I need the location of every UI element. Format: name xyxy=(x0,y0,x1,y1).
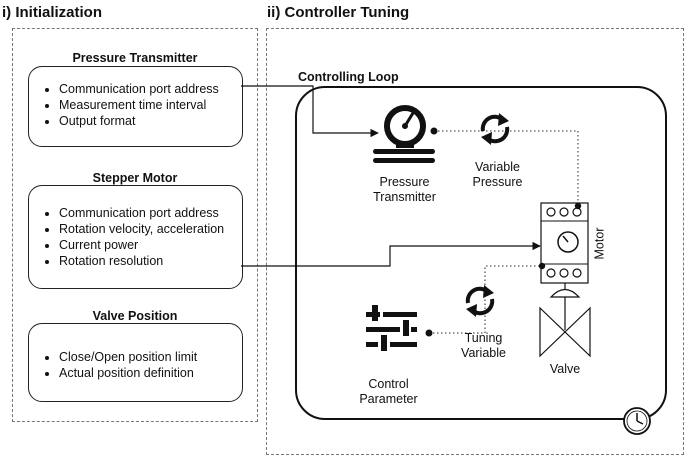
sliders-icon xyxy=(366,305,433,351)
card-pressure-transmitter: Communication port address Measurement t… xyxy=(28,66,243,147)
list-item: Rotation resolution xyxy=(59,253,242,269)
connector-pressure-transmitter xyxy=(241,85,379,138)
list-item: Actual position definition xyxy=(59,365,242,381)
clock-icon xyxy=(623,407,651,435)
stepper-motor-icon xyxy=(538,202,589,284)
list-item: Rotation velocity, acceleration xyxy=(59,221,242,237)
list-item: Current power xyxy=(59,237,242,253)
variable-pressure-label: Variable Pressure xyxy=(472,160,523,189)
motor-label: Motor xyxy=(592,227,607,260)
card-title-valve-position: Valve Position xyxy=(92,309,178,323)
list-item: Measurement time interval xyxy=(59,97,242,113)
connector-stepper-motor xyxy=(241,241,541,267)
card-stepper-motor: Communication port address Rotation velo… xyxy=(28,185,243,289)
card-valve-position: Close/Open position limit Actual positio… xyxy=(28,323,243,402)
list-item: Communication port address xyxy=(59,205,242,221)
pressure-gauge-icon xyxy=(373,105,438,163)
pressure-transmitter-label: Pressure Transmitter xyxy=(373,175,436,204)
list-item: Close/Open position limit xyxy=(59,349,242,365)
controlling-loop-box xyxy=(295,86,667,420)
valve-icon xyxy=(539,283,591,358)
signal-line-tuning xyxy=(429,265,542,334)
card-title-pressure-transmitter: Pressure Transmitter xyxy=(72,51,198,65)
tuning-variable-label: Tuning Variable xyxy=(461,331,506,360)
refresh-icon xyxy=(465,285,495,317)
card-title-stepper-motor: Stepper Motor xyxy=(92,171,178,185)
refresh-icon xyxy=(480,113,510,145)
controller-tuning-panel xyxy=(266,28,684,455)
list-item: Output format xyxy=(59,113,242,129)
list-item: Communication port address xyxy=(59,81,242,97)
controller-tuning-title: ii) Controller Tuning xyxy=(267,4,410,21)
valve-label: Valve xyxy=(549,362,581,376)
control-parameter-label: Control Parameter xyxy=(359,377,418,406)
initialization-title: i) Initialization xyxy=(2,4,102,21)
controlling-loop-title: Controlling Loop xyxy=(298,70,399,84)
initialization-panel xyxy=(12,28,258,422)
